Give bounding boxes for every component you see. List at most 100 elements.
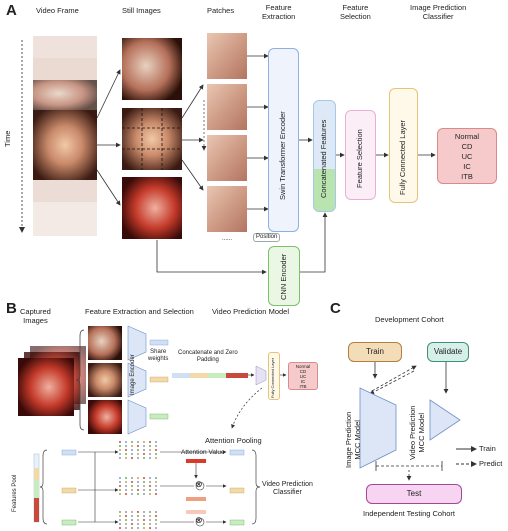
- small-image-3: [88, 400, 122, 434]
- attention-grid-dot: [119, 457, 121, 459]
- attention-grid-dot: [137, 511, 139, 513]
- feature-selection-label: Feature Selection: [355, 129, 364, 188]
- attention-grid-dot: [149, 527, 151, 529]
- attention-grid-dot: [137, 449, 139, 451]
- attention-grid-dot: [149, 511, 151, 513]
- attention-grid-dot: [143, 481, 145, 483]
- attention-grid-dot: [137, 453, 139, 455]
- still-image-3: [122, 177, 182, 239]
- attention-grid-dot: [137, 527, 139, 529]
- attention-grid-dot: [125, 445, 127, 447]
- still-image-1: [122, 38, 182, 100]
- attention-grid-dot: [137, 515, 139, 517]
- attention-grid-dot: [131, 481, 133, 483]
- attention-grid-dot: [125, 511, 127, 513]
- attention-grid-dot: [137, 445, 139, 447]
- attention-grid-dot: [119, 453, 121, 455]
- attention-grid-dot: [155, 527, 157, 529]
- attention-grid-dot: [131, 441, 133, 443]
- attention-grid-dot: [155, 523, 157, 525]
- class-uc: UC: [461, 152, 473, 161]
- fc-small-label: Fully Connected Layer: [270, 357, 275, 398]
- attention-pooling-label: Attention Pooling: [205, 436, 262, 445]
- attention-grid-dot: [143, 457, 145, 459]
- patch-4: [207, 186, 247, 232]
- attention-grid-dot: [155, 477, 157, 479]
- fc-small-box: [268, 352, 280, 400]
- header-feature-selection: Feature Selection: [340, 3, 371, 21]
- attention-grid-dot: [143, 445, 145, 447]
- attention-grid-dot: [131, 489, 133, 491]
- attention-grid-dot: [119, 493, 121, 495]
- attention-grid-dot: [155, 457, 157, 459]
- small-image-1: [88, 326, 122, 360]
- video-mcc-label: Video Prediction MCC Model: [408, 405, 426, 460]
- attention-grid-dot: [155, 485, 157, 487]
- attention-grid-dot: [119, 515, 121, 517]
- small-class-itb: ITB: [299, 384, 307, 389]
- attention-grid-dot: [131, 515, 133, 517]
- attention-grid-dot: [149, 449, 151, 451]
- attention-grid-dot: [137, 441, 139, 443]
- attention-grid-dot: [131, 449, 133, 451]
- attention-grid-dot: [155, 489, 157, 491]
- panel-c-label: C: [330, 300, 341, 317]
- attention-grid-dot: [155, 481, 157, 483]
- attention-grid-dot: [125, 523, 127, 525]
- cnn-encoder-box: [268, 246, 300, 306]
- attention-grid-dot: [143, 449, 145, 451]
- attention-grid-dot: [125, 527, 127, 529]
- attention-grid-dot: [137, 519, 139, 521]
- class-ic: IC: [463, 162, 471, 171]
- header-image-classifier: Image Prediction Classifier: [410, 3, 467, 21]
- attention-grid-dot: [119, 489, 121, 491]
- small-class-normal: Normal: [295, 364, 311, 369]
- attention-grid-dot: [131, 485, 133, 487]
- attention-grid-dot: [149, 515, 151, 517]
- attention-grid-dot: [119, 449, 121, 451]
- attention-grid-dot: [125, 481, 127, 483]
- attention-grid-dot: [131, 527, 133, 529]
- attention-grid-dot: [143, 441, 145, 443]
- development-cohort-label: Development Cohort: [375, 315, 444, 324]
- validate-box: Validate: [427, 342, 469, 362]
- header-patches: Patches: [207, 6, 235, 15]
- patch-2: [207, 84, 247, 130]
- legend-predict: Predict: [479, 459, 503, 468]
- attention-grid-dot: [137, 485, 139, 487]
- attention-value-label: Attention Value: [181, 449, 225, 456]
- attention-grid-dot: [137, 523, 139, 525]
- attention-grid-dot: [131, 477, 133, 479]
- attention-grid-dot: [137, 477, 139, 479]
- attention-grid-dot: [149, 457, 151, 459]
- attention-grid-dot: [137, 481, 139, 483]
- multiply-symbol-2: ⊗: [195, 515, 203, 525]
- class-cd: CD: [461, 142, 473, 151]
- attention-grid-dot: [143, 515, 145, 517]
- features-pool-label: Features Pool: [12, 474, 18, 512]
- attention-grid-dot: [137, 457, 139, 459]
- test-box: Test: [366, 484, 462, 504]
- swin-encoder-label: Swin Transformer Encoder: [278, 111, 287, 200]
- attention-grid-dot: [125, 515, 127, 517]
- attention-grid-dot: [131, 445, 133, 447]
- video-mcc-triangle: [429, 399, 461, 441]
- attention-grid-dot: [155, 453, 157, 455]
- image-mcc-label: Image Prediction MCC Model: [344, 411, 362, 468]
- fc-layer-label: Fully Connected Layer: [398, 119, 407, 195]
- attention-grid-dot: [149, 489, 151, 491]
- attention-grid-dot: [155, 441, 157, 443]
- time-label: Time: [3, 130, 12, 147]
- attention-grid-dot: [125, 457, 127, 459]
- attention-grid-dot: [125, 453, 127, 455]
- attention-grid-dot: [149, 445, 151, 447]
- attention-grid-dot: [125, 493, 127, 495]
- header-video-frame: Video Frame: [36, 6, 79, 15]
- small-class-uc: UC: [299, 374, 307, 379]
- attention-grid-dot: [119, 441, 121, 443]
- attention-grid-dot: [143, 485, 145, 487]
- video-frame-strip: [33, 36, 97, 236]
- attention-grid-dot: [125, 441, 127, 443]
- feature-selection-box: [345, 110, 376, 200]
